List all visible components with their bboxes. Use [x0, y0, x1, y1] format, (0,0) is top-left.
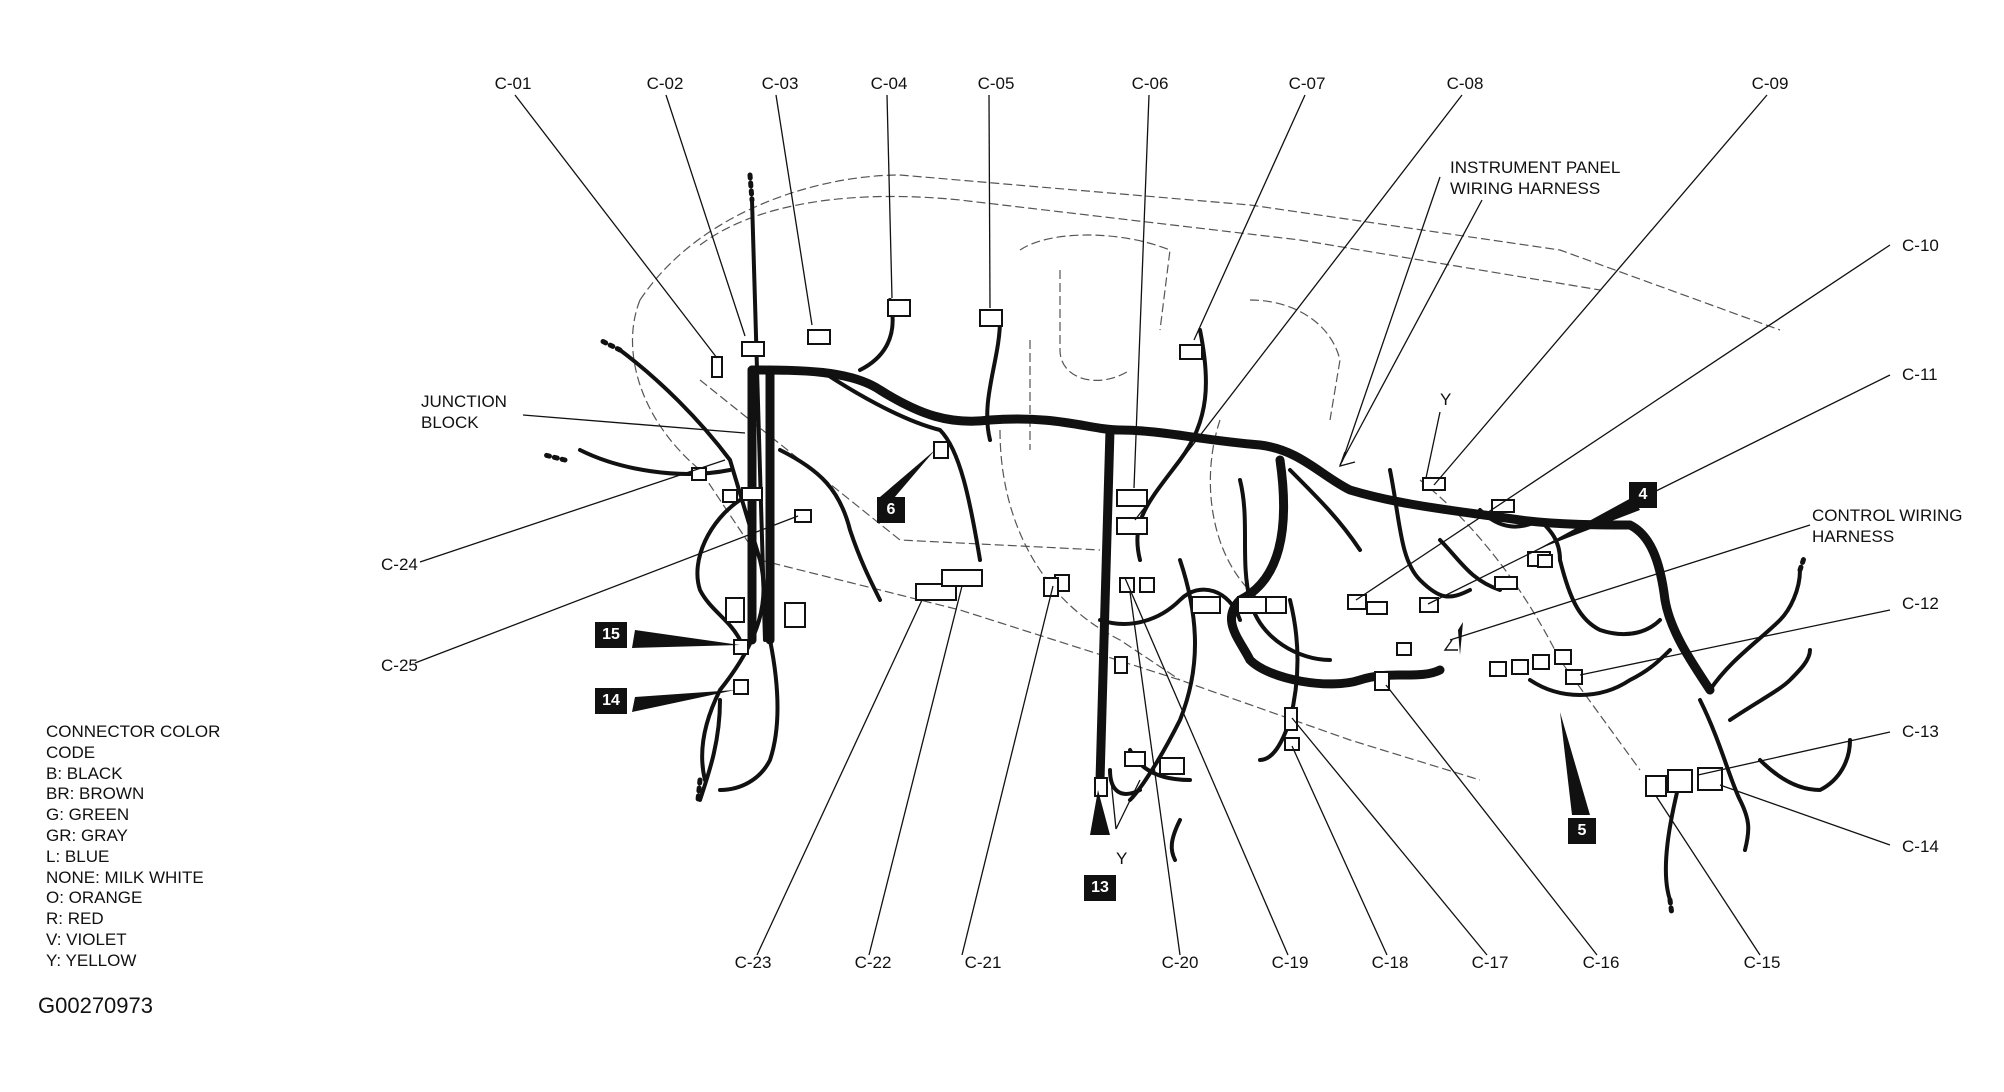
legend-item: Y: YELLOW [46, 950, 137, 970]
leader-lines [414, 94, 1891, 956]
connector-label-c23: C-23 [734, 953, 772, 972]
connector-label-c02: C-02 [646, 74, 684, 93]
legend-item: O: ORANGE [46, 888, 143, 908]
callout-line-2: BLOCK [421, 413, 479, 432]
connector-label-c20: C-20 [1161, 953, 1199, 972]
connector-label-c19: C-19 [1271, 953, 1309, 972]
connector-label-c13: C-13 [1902, 722, 1939, 741]
callout-y-top: Y [1440, 390, 1452, 409]
callout-line-2: HARNESS [1812, 527, 1895, 546]
callout-junction-block: JUNCTION BLOCK [421, 391, 507, 433]
callout-line-1: INSTRUMENT PANEL [1450, 158, 1621, 177]
connector-label-c06: C-06 [1131, 74, 1169, 93]
connector-label-c01: C-01 [494, 74, 532, 93]
callout-line-1: JUNCTION [421, 392, 507, 411]
legend-item: NONE: MILK WHITE [46, 867, 204, 887]
marker-14: 14 [595, 688, 627, 714]
legend-title: CONNECTOR COLOR [46, 722, 221, 741]
legend-item: R: RED [46, 909, 104, 929]
callout-control-wiring-harness: CONTROL WIRING HARNESS [1812, 505, 1962, 547]
connector-label-c10: C-10 [1902, 236, 1939, 255]
arrow-heads [1338, 451, 1458, 651]
marker-4: 4 [1629, 482, 1657, 508]
connector-label-c16: C-16 [1582, 953, 1620, 972]
connector-label-c07: C-07 [1288, 74, 1326, 93]
marker-5: 5 [1568, 818, 1596, 844]
connector-color-legend: CONNECTOR COLOR CODE B: BLACK BR: BROWN … [46, 722, 220, 972]
legend-item: GR: GRAY [46, 825, 128, 845]
stub-wires [542, 172, 1808, 918]
connector-boxes [691, 299, 1723, 797]
callout-line-2: WIRING HARNESS [1450, 179, 1601, 198]
legend-item: BR: BROWN [46, 784, 145, 804]
connector-label-c25: C-25 [381, 656, 418, 675]
legend-item: G: GREEN [46, 805, 130, 825]
connector-label-c24: C-24 [381, 555, 418, 574]
connector-label-c04: C-04 [870, 74, 908, 93]
connector-label-c17: C-17 [1471, 953, 1509, 972]
marker-13: 13 [1084, 875, 1116, 901]
connector-label-c08: C-08 [1446, 74, 1484, 93]
connector-label-c15: C-15 [1743, 953, 1781, 972]
connector-label-c03: C-03 [761, 74, 799, 93]
connector-label-c05: C-05 [977, 74, 1015, 93]
connector-label-c11: C-11 [1902, 365, 1938, 384]
marker-6: 6 [877, 497, 905, 523]
main-harness [747, 365, 1715, 785]
connector-label-c21: C-21 [964, 953, 1002, 972]
marker-15: 15 [595, 622, 627, 648]
connector-label-c09: C-09 [1751, 74, 1789, 93]
connector-label-c12: C-12 [1902, 594, 1939, 613]
connector-label-c22: C-22 [854, 953, 892, 972]
legend-item: B: BLACK [46, 763, 123, 783]
callout-instrument-panel-harness: INSTRUMENT PANEL WIRING HARNESS [1450, 157, 1620, 199]
connector-label-c14: C-14 [1902, 837, 1939, 856]
connector-label-c18: C-18 [1371, 953, 1409, 972]
legend-subtitle: CODE [46, 742, 96, 762]
legend-item: V: VIOLET [46, 929, 127, 949]
pointer-wedges [632, 450, 1640, 835]
figure-id: G00270973 [38, 993, 153, 1018]
callout-line-1: CONTROL WIRING [1812, 506, 1963, 525]
callout-y-bottom: Y [1116, 849, 1128, 868]
legend-item: L: BLUE [46, 846, 110, 866]
